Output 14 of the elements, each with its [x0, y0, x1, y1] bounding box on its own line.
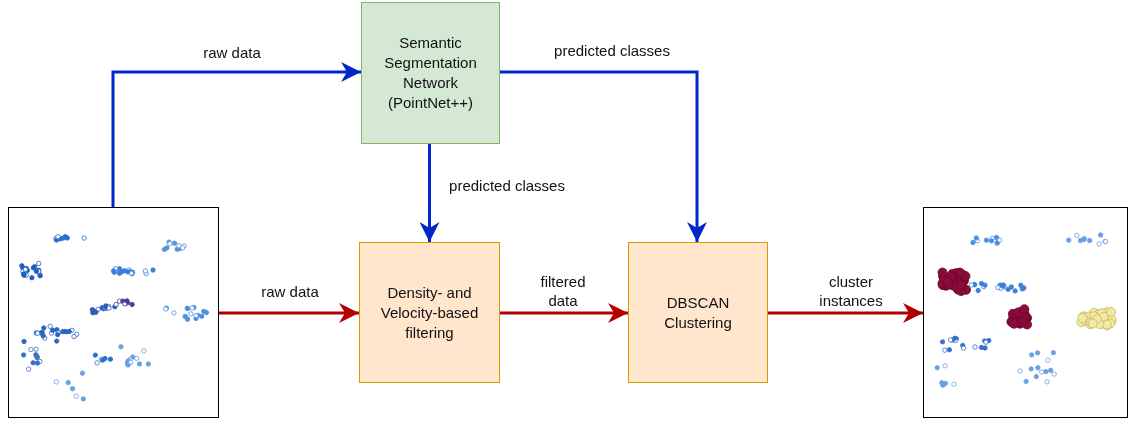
- box-label: Semantic Segmentation Network (PointNet++): [383, 33, 478, 113]
- arrow: [500, 70, 707, 242]
- point-cloud-picture: [8, 207, 219, 418]
- process-box: [359, 242, 500, 383]
- arrow: [419, 144, 440, 242]
- box-label: Density- and Velocity-based filtering: [379, 282, 480, 343]
- arrow: [111, 62, 361, 207]
- process-box: [628, 242, 768, 383]
- box-label: DBSCAN Clustering: [663, 292, 733, 333]
- process-box: [361, 2, 500, 144]
- arrow: [768, 303, 923, 323]
- arrow: [500, 303, 628, 323]
- point-cloud-picture: [923, 207, 1128, 418]
- arrow: [219, 303, 359, 323]
